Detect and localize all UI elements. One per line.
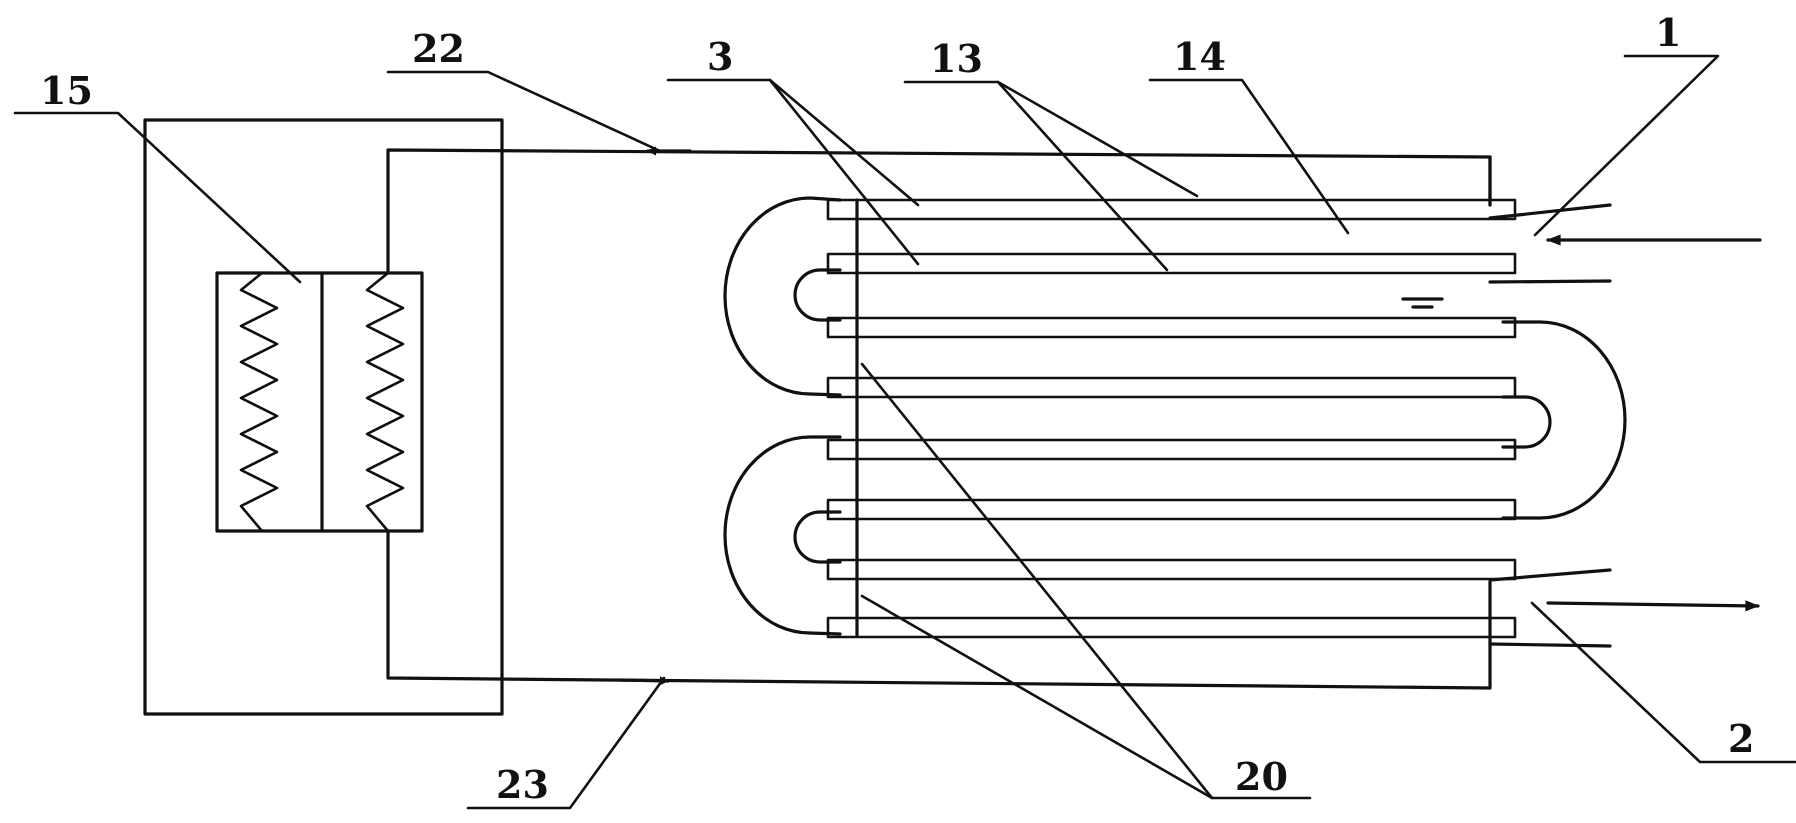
label-1: 1	[1655, 10, 1681, 55]
label-20: 20	[1235, 754, 1288, 799]
label-13: 13	[930, 36, 983, 81]
tube	[826, 616, 1517, 639]
coil-left	[239, 271, 279, 533]
tube	[826, 438, 1517, 461]
label-23: 23	[496, 762, 549, 807]
line-23-refrigerant-supply	[386, 529, 1492, 690]
label-14: 14	[1173, 34, 1226, 79]
tube	[826, 252, 1517, 275]
label-15: 15	[40, 68, 93, 113]
label-2: 2	[1728, 716, 1754, 761]
tube	[826, 198, 1517, 221]
tube	[826, 316, 1517, 339]
arrow-23	[618, 676, 670, 686]
heat-pump-unit-box	[215, 271, 424, 533]
tube	[826, 376, 1517, 399]
water-serpentine	[723, 196, 1627, 648]
label-3: 3	[707, 34, 733, 79]
tube	[826, 558, 1517, 581]
leader-lines	[13, 54, 1796, 810]
coil-right	[365, 271, 405, 533]
controller-box	[143, 118, 504, 716]
outlet-arrow	[1546, 600, 1760, 612]
label-22: 22	[412, 26, 465, 71]
tube	[826, 498, 1517, 521]
tube-bank	[826, 198, 1517, 639]
